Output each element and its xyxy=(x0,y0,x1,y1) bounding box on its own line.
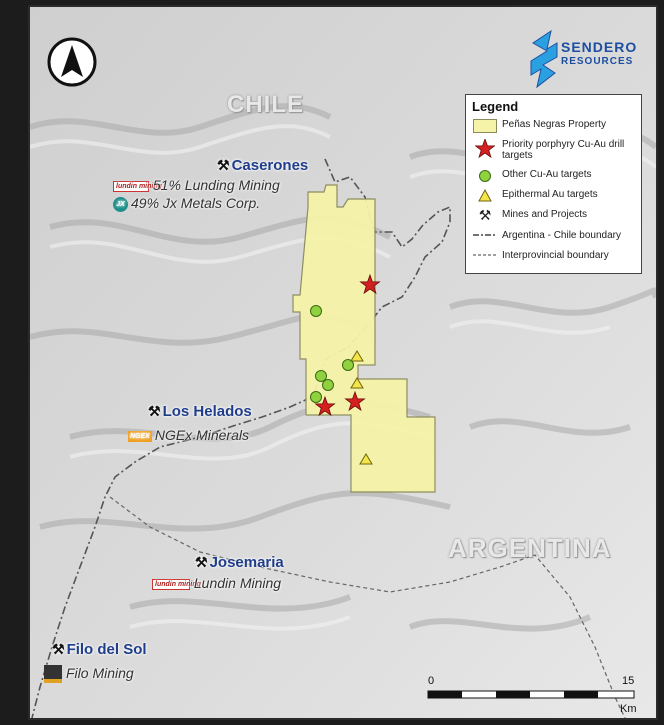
mine-los-helados: ⚒Los Helados xyxy=(148,403,252,420)
cu-au-target xyxy=(310,305,322,317)
jx-metals-logo: JX xyxy=(113,196,128,212)
hammer-pick-icon: ⚒ xyxy=(478,207,492,223)
scale-unit: Km xyxy=(620,703,637,715)
epithermal-target xyxy=(350,377,364,389)
priority-targets xyxy=(314,273,381,417)
mine-los-helados-name: Los Helados xyxy=(162,403,252,420)
penas-negras-property xyxy=(292,184,436,493)
ngex-logo: NGEX xyxy=(128,430,152,442)
mine-josemaria-name: Josemaria xyxy=(209,554,284,571)
legend-label: Mines and Projects xyxy=(502,209,588,220)
epithermal-target xyxy=(350,350,364,362)
legend-item-mines: ⚒ Mines and Projects xyxy=(472,207,588,223)
owner-los-helados-text: NGEx Minerals xyxy=(154,427,249,443)
legend-item-epithermal: Epithermal Au targets xyxy=(472,189,598,203)
legend-item-property: Peñas Negras Property xyxy=(472,119,606,133)
map-frame: SENDERO RESOURCES CHILE ARGENTINA ⚒Caser… xyxy=(28,5,658,720)
cu-au-target xyxy=(342,359,354,371)
mine-josemaria: ⚒Josemaria xyxy=(195,554,284,571)
scale-bar-graphic xyxy=(427,690,635,699)
owner-josemaria: lundin mining Lundin Mining xyxy=(152,575,281,591)
owner-filo-del-sol-text: Filo Mining xyxy=(66,665,134,681)
legend-item-cu-au: Other Cu-Au targets xyxy=(472,169,591,183)
priority-target-star xyxy=(314,395,336,417)
red-star-icon xyxy=(475,139,495,159)
priority-target-star xyxy=(359,273,381,295)
legend-label: Argentina - Chile boundary xyxy=(502,230,621,241)
owner-caserones-1: lundin mining 51% Lunding Mining xyxy=(113,177,280,193)
legend-label: Epithermal Au targets xyxy=(502,189,598,200)
owner-caserones-2-text: 49% Jx Metals Corp. xyxy=(131,195,261,211)
lundin-mining-logo: lundin mining xyxy=(152,578,201,590)
priority-target-star xyxy=(344,390,366,412)
north-arrow-icon xyxy=(47,37,97,87)
sendero-logo: SENDERO RESOURCES xyxy=(527,29,636,94)
epithermal-target xyxy=(359,453,373,465)
legend-item-boundary: Argentina - Chile boundary xyxy=(472,230,621,241)
mine-filo-del-sol: ⚒Filo del Sol xyxy=(52,641,147,658)
legend-label: Interprovincial boundary xyxy=(502,250,609,261)
sendero-logo-icon xyxy=(530,29,558,89)
dash-dot-line-icon xyxy=(473,234,497,236)
mine-caserones-name: Caserones xyxy=(231,157,309,174)
country-label-argentina: ARGENTINA xyxy=(448,533,612,563)
owner-josemaria-text: Lundin Mining xyxy=(193,575,282,591)
legend-label: Priority porphyry Cu-Au drill targets xyxy=(502,139,625,161)
interprovincial-boundary xyxy=(109,496,626,718)
scale-end: 15 xyxy=(622,675,635,687)
legend-title: Legend xyxy=(472,99,519,114)
hammer-pick-icon: ⚒ xyxy=(195,554,208,570)
legend-item-priority: Priority porphyry Cu-Au drill targets xyxy=(472,139,632,161)
hammer-pick-icon: ⚒ xyxy=(217,157,230,173)
country-label-chile: CHILE xyxy=(227,91,304,118)
dashed-line-icon xyxy=(473,254,497,256)
epithermal-targets xyxy=(350,350,373,465)
owner-filo-del-sol: Filo Mining xyxy=(44,665,134,684)
legend-item-interprovincial: Interprovincial boundary xyxy=(472,250,609,261)
argentina-chile-boundary xyxy=(31,158,451,718)
cu-au-target xyxy=(322,379,334,391)
filo-mining-logo xyxy=(44,665,62,684)
lundin-mining-logo: lundin mining xyxy=(113,180,162,192)
legend-label: Peñas Negras Property xyxy=(502,119,606,130)
sendero-subtitle: RESOURCES xyxy=(561,56,634,67)
cu-au-target xyxy=(310,391,322,403)
mine-caserones: ⚒Caserones xyxy=(217,157,308,174)
cu-au-targets xyxy=(310,305,354,403)
mine-filo-del-sol-name: Filo del Sol xyxy=(66,641,147,658)
hammer-pick-icon: ⚒ xyxy=(52,641,65,657)
legend-label: Other Cu-Au targets xyxy=(502,169,592,180)
hammer-pick-icon: ⚒ xyxy=(148,403,161,419)
legend: Legend Peñas Negras Property Priority po… xyxy=(465,94,642,274)
green-circle-icon xyxy=(479,170,491,182)
property-swatch-icon xyxy=(473,119,497,133)
owner-caserones-1-text: 51% Lunding Mining xyxy=(152,177,280,193)
scale-start: 0 xyxy=(428,675,435,687)
cu-au-target xyxy=(315,370,327,382)
sendero-name: SENDERO xyxy=(561,39,638,55)
yellow-triangle-icon xyxy=(478,189,492,202)
